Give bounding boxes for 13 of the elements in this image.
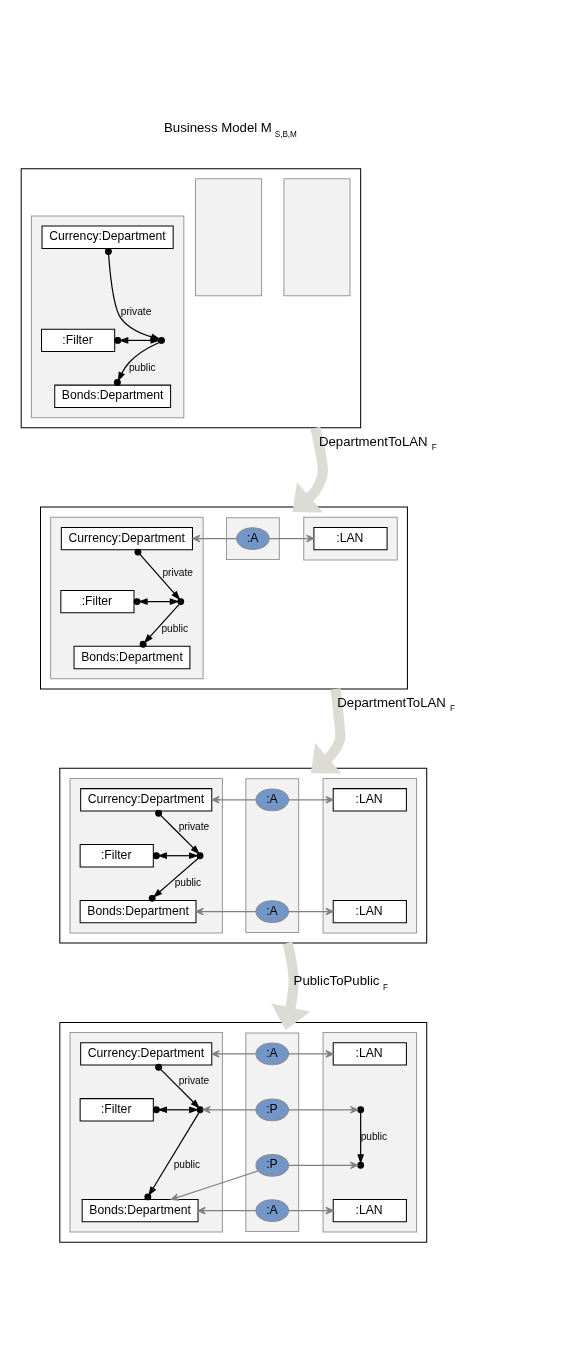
edge-label: public <box>173 1158 200 1170</box>
edge-label: public <box>174 877 201 889</box>
edge-label: public <box>128 361 155 373</box>
edge-label: private <box>178 821 209 833</box>
edge-label: public <box>360 1131 387 1143</box>
edge-label: private <box>120 306 151 317</box>
edge-label: private <box>161 567 193 579</box>
label: Business Model M$_{S,B,M}$ <box>163 120 297 139</box>
edge-label: DepartmentToLAN$_{F}$ <box>318 433 437 452</box>
edge-label: public <box>160 623 188 635</box>
edge-label: PublicToPublic$_{F}$ <box>293 973 388 992</box>
edge-label: private <box>178 1075 209 1087</box>
edge-label: DepartmentToLAN$_{F}$ <box>336 694 455 714</box>
